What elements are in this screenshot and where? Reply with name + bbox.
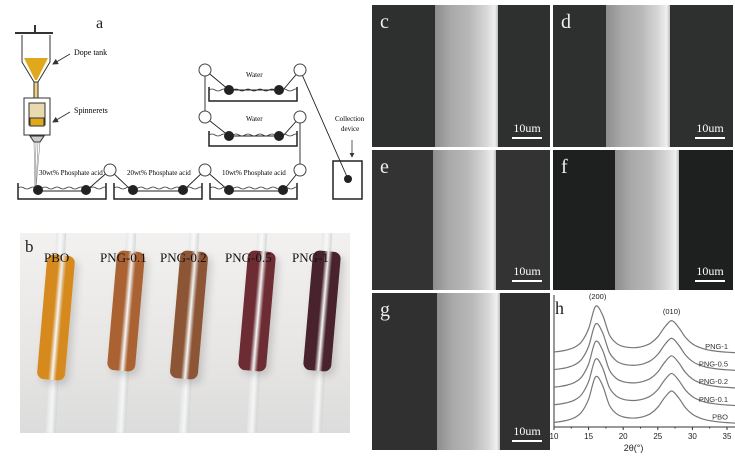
label-water-2: Water — [246, 115, 263, 123]
panel-label-f: f — [561, 156, 568, 178]
peak-label: (010) — [663, 307, 681, 316]
sem-image-d: d 10um — [553, 5, 733, 147]
fiber-spool-png-0.1 — [106, 250, 146, 372]
series-line-png-0.2 — [553, 340, 735, 389]
peak-label: (200) — [589, 292, 607, 301]
dope-fill — [24, 58, 48, 80]
x-tick-label: 35 — [723, 432, 732, 441]
transfer-pulleys — [103, 63, 307, 177]
panel-label-e: e — [380, 156, 389, 178]
scale-bar: 10um — [512, 424, 542, 442]
coagulation-baths — [17, 87, 363, 200]
scale-bar: 10um — [695, 264, 725, 282]
series-label: PNG-0.1 — [699, 395, 728, 404]
x-tick-label: 10 — [550, 432, 559, 441]
series-line-pbo — [553, 375, 735, 424]
xrd-chart: h 10 15 20 25 30 35 2θ(°) PBO PNG-0.1 PNG-0.2 PNG-… — [550, 292, 735, 453]
panel-label-h: h — [555, 298, 564, 318]
fiber-spool-png-1 — [302, 250, 342, 372]
sem-image-c: c 10um — [372, 5, 550, 147]
label-device: device — [341, 125, 359, 133]
label-collection: Collection — [335, 115, 365, 123]
label-bath-20: 20wt% Phosphate acid — [127, 169, 191, 177]
x-tick-label: 30 — [688, 432, 697, 441]
panel-label-a: a — [96, 15, 103, 32]
sample-label: PNG-0.2 — [160, 250, 207, 265]
series-label: PNG-0.2 — [699, 377, 728, 386]
scale-bar: 10um — [695, 121, 725, 139]
x-tick-label: 15 — [584, 432, 593, 441]
panel-label-b: b — [25, 237, 34, 256]
fiber-spool-png-0.5 — [237, 250, 277, 372]
sample-label: PBO — [44, 250, 70, 265]
panel-label-c: c — [380, 11, 389, 33]
series-line-png-0.1 — [553, 358, 735, 407]
scale-bar-label: 10um — [513, 121, 541, 135]
spinning-schematic: a Dope tank Spinnerets — [15, 15, 365, 200]
label-spinnerets: Spinnerets — [74, 106, 108, 115]
panel-label-d: d — [561, 11, 571, 33]
sample-label: PNG-0.1 — [100, 250, 147, 265]
label-water-1: Water — [246, 71, 263, 79]
series-line-png-1 — [553, 305, 735, 354]
x-tick-label: 25 — [653, 432, 662, 441]
fiber-spool-pbo — [36, 254, 76, 381]
scale-bar: 10um — [512, 264, 542, 282]
fiber-jets — [33, 141, 41, 189]
scale-bar-label: 10um — [696, 264, 724, 278]
series-label: PNG-0.5 — [699, 360, 728, 369]
scale-bar-label: 10um — [513, 264, 541, 278]
series-label: PBO — [712, 412, 728, 421]
label-bath-30: 30wt% Phosphate acid — [39, 169, 103, 177]
series-label: PNG-1 — [705, 342, 728, 351]
sample-label: PNG-0.5 — [225, 250, 272, 265]
sem-image-g: g 10um — [372, 293, 550, 450]
guide-rollers — [33, 85, 352, 195]
x-axis-label: 2θ(°) — [624, 443, 644, 453]
scale-bar-label: 10um — [696, 121, 724, 135]
series-line-png-0.5 — [553, 322, 735, 371]
sem-image-e: e 10um — [372, 150, 550, 290]
label-dope-tank: Dope tank — [74, 48, 107, 57]
sample-label: PNG-1 — [292, 250, 329, 265]
sem-image-f: f 10um — [553, 150, 733, 290]
label-bath-10: 10wt% Phosphate acid — [222, 169, 286, 177]
fiber-spool-png-0.2 — [169, 250, 209, 380]
dope-tank — [15, 25, 53, 143]
scale-bar: 10um — [512, 121, 542, 139]
fiber-photo: PBO PNG-0.1 PNG-0.2 PNG-0.5 PNG-1 — [20, 233, 350, 433]
scale-bar-label: 10um — [513, 424, 541, 438]
panel-label-g: g — [380, 299, 390, 321]
x-tick-label: 20 — [619, 432, 628, 441]
